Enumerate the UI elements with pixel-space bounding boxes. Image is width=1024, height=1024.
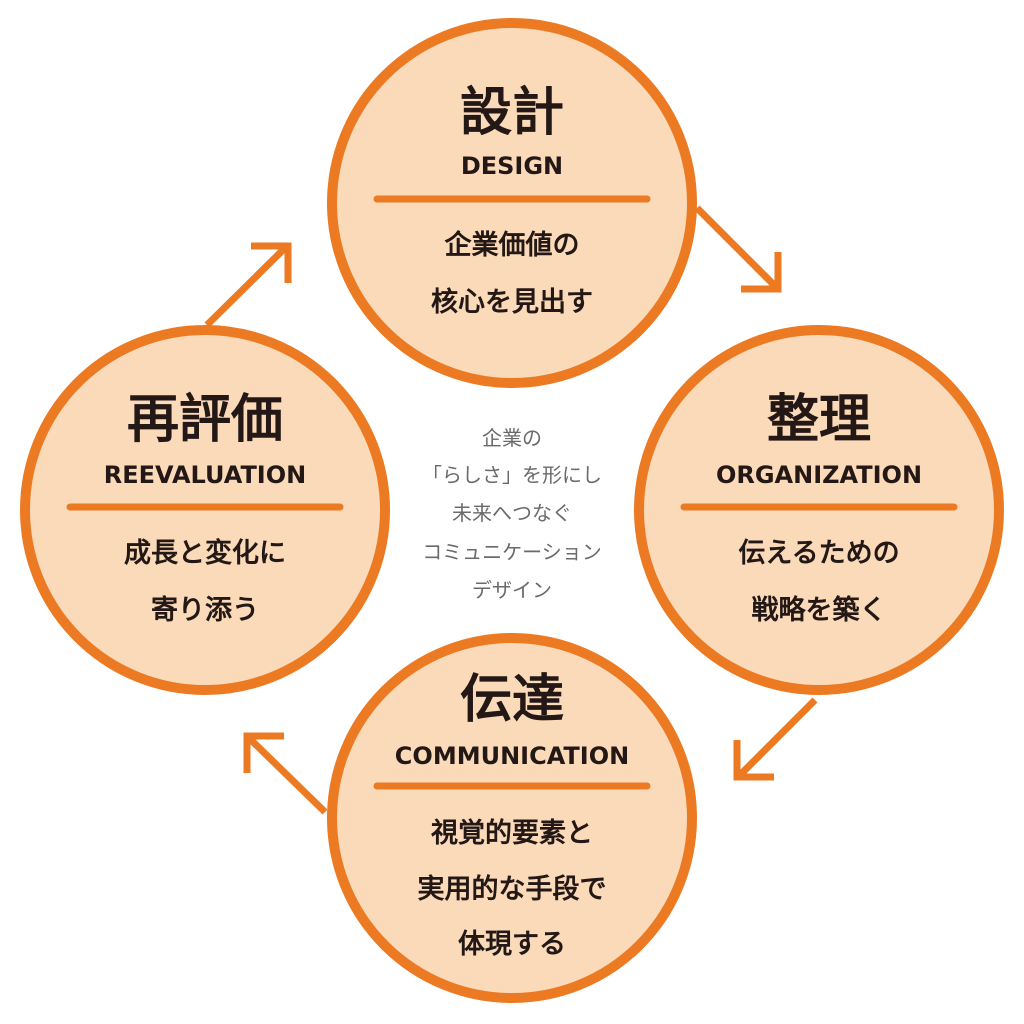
- tagline-line: 未来へつなぐ: [452, 501, 572, 525]
- stage-line: 視覚的要素と: [431, 817, 593, 849]
- stage-line: 実用的な手段で: [418, 873, 607, 905]
- stage-line: 寄り添う: [151, 594, 259, 626]
- stage-organization: 整理 ORGANIZATION 伝えるための 戦略を築く: [634, 325, 1004, 695]
- stage-title: 設計: [460, 83, 564, 143]
- stage-line: 核心を見出す: [431, 286, 593, 318]
- stage-english: DESIGN: [461, 152, 563, 180]
- stage-english: REEVALUATION: [104, 461, 306, 489]
- tagline-line: 「らしさ」を形にし: [422, 463, 602, 487]
- stage-line: 体現する: [458, 929, 566, 960]
- stage-design: 設計 DESIGN 企業価値の 核心を見出す: [327, 18, 697, 388]
- tagline-line: 企業の: [482, 426, 542, 450]
- stage-line: 企業価値の: [445, 229, 580, 261]
- stage-communication: 伝達 COMMUNICATION 視覚的要素と 実用的な手段で 体現する: [327, 633, 697, 1003]
- arrow-reevaluation-to-design: [204, 242, 292, 328]
- arrow-organization-to-communication: [733, 697, 818, 781]
- tagline-line: デザイン: [472, 578, 552, 602]
- arrow-communication-to-reevaluation: [243, 732, 328, 815]
- arrow-design-to-organization: [694, 205, 782, 293]
- tagline-line: コミュニケーション: [422, 540, 602, 564]
- stage-title: 再評価: [127, 390, 283, 450]
- stage-line: 成長と変化に: [124, 537, 286, 569]
- stage-reevaluation: 再評価 REEVALUATION 成長と変化に 寄り添う: [20, 325, 390, 695]
- stage-line: 伝えるための: [738, 538, 899, 569]
- center-tagline: 企業の 「らしさ」を形にし 未来へつなぐ コミュニケーション デザイン: [422, 426, 602, 602]
- stage-english: ORGANIZATION: [716, 461, 922, 489]
- stage-line: 戦略を築く: [752, 594, 887, 626]
- stage-title: 伝達: [460, 670, 564, 730]
- stage-title: 整理: [767, 390, 871, 450]
- stage-english: COMMUNICATION: [395, 742, 629, 770]
